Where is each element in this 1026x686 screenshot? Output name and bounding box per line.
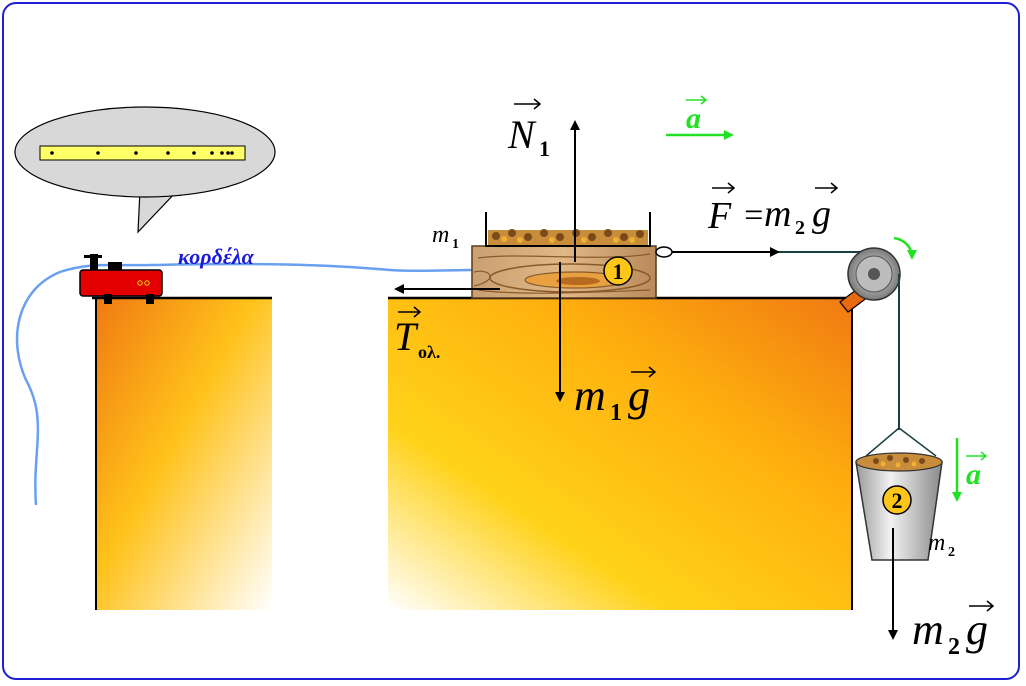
dotted-tape-strip [39, 145, 246, 161]
mass1-letter: m [432, 222, 449, 248]
vector-arrow-t [398, 306, 422, 318]
pull-force-rhs-g: g [812, 193, 831, 235]
vector-arrow-a-top [686, 95, 708, 105]
weight2-label: m 2 g [912, 600, 995, 660]
mass2-letter: m [928, 530, 945, 556]
vector-arrow-g3 [969, 600, 995, 612]
body2-number: 2 [892, 488, 903, 513]
normal-force-label: N 1 [507, 98, 550, 161]
weight2-sub: 2 [948, 634, 960, 660]
ticker-timer-icon [79, 254, 163, 304]
hook-ring [655, 246, 673, 258]
pull-force-equals: = [742, 197, 765, 234]
pulley-icon [839, 247, 901, 313]
right-table [388, 296, 853, 610]
weight1-g: g [628, 371, 650, 420]
vector-arrow-a-right [966, 451, 988, 461]
rotation-arrow-icon [893, 236, 917, 260]
weight1-label: m 1 g [574, 366, 657, 426]
mass2-label: m 2 [928, 530, 955, 560]
pull-force-label: F = m 2 g [707, 182, 839, 239]
mass1-label: m 1 [432, 222, 459, 252]
tape-label: κορδέλα [178, 244, 255, 269]
tension-label: T ολ. [394, 306, 440, 362]
pull-force-rhs-m: m [764, 193, 791, 235]
vector-arrow-f [712, 182, 736, 194]
body1-badge: 1 [603, 256, 633, 286]
mass1-sub: 1 [452, 237, 459, 252]
tension-letter: T [394, 314, 419, 359]
accel-top-letter: a [686, 102, 701, 135]
speech-bubble [14, 106, 276, 234]
weight2-g: g [966, 605, 988, 654]
tray-with-load [485, 212, 651, 247]
mass2-sub: 2 [948, 545, 955, 560]
vector-arrow-n [514, 98, 542, 110]
vector-arrow-g2 [631, 366, 657, 378]
left-table [92, 296, 272, 610]
body2-badge: 2 [882, 485, 912, 515]
pull-force-lhs: F [707, 195, 732, 237]
vector-arrow-g1 [815, 182, 839, 194]
body1-number: 1 [613, 259, 624, 284]
pull-force-rhs-sub: 2 [795, 217, 805, 239]
normal-force-sub: 1 [539, 136, 550, 161]
tension-sub: ολ. [418, 342, 440, 362]
weight1-m: m [574, 371, 606, 420]
accel-top-label: a [686, 95, 708, 135]
weight2-m: m [912, 605, 944, 654]
accel-right-letter: a [966, 458, 981, 491]
weight1-sub: 1 [610, 400, 622, 426]
accel-right-label: a [966, 451, 988, 491]
normal-force-letter: N [507, 112, 537, 157]
